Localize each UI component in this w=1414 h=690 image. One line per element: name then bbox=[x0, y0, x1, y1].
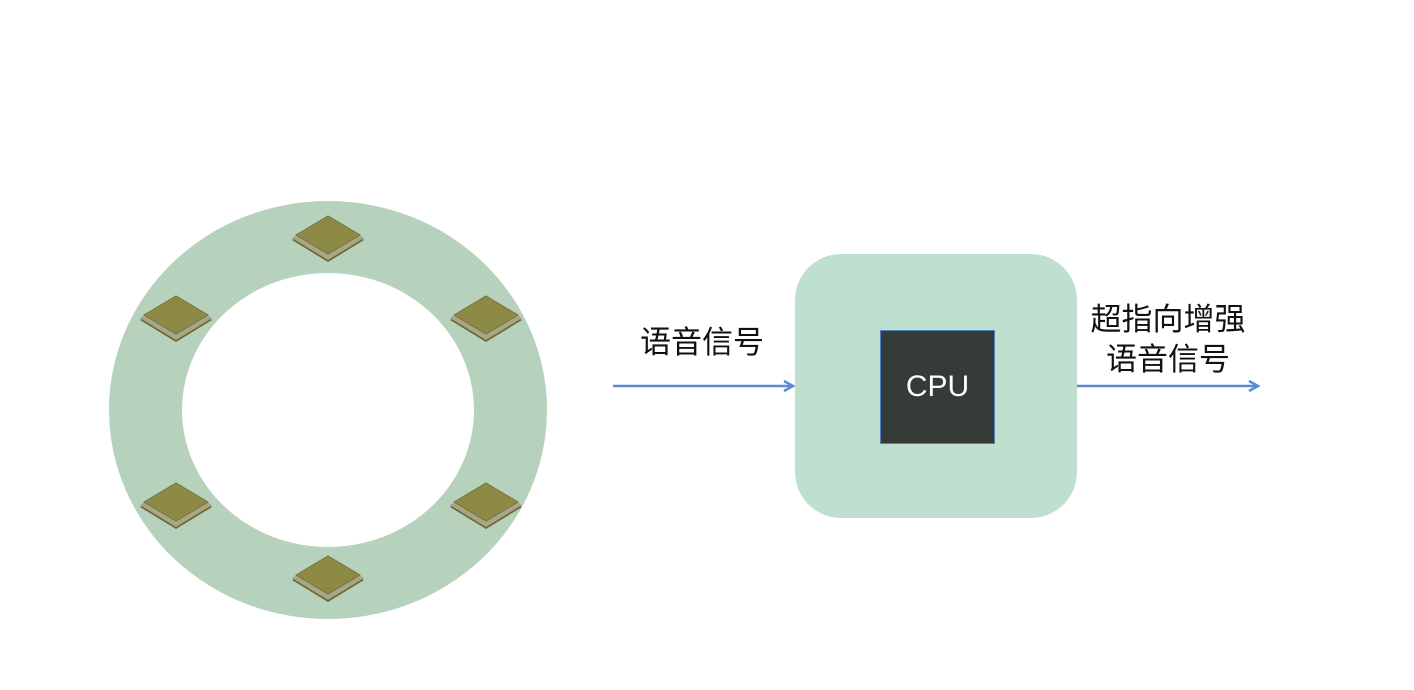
cpu-chip: CPU bbox=[880, 330, 995, 444]
mic-array-ring bbox=[109, 201, 547, 619]
output-signal-label-line2: 语音信号 bbox=[1106, 342, 1230, 378]
output-signal-label-line1: 超指向增强 bbox=[1090, 302, 1246, 338]
cpu-label: CPU bbox=[905, 370, 970, 403]
input-signal-label: 语音信号 bbox=[640, 325, 764, 361]
